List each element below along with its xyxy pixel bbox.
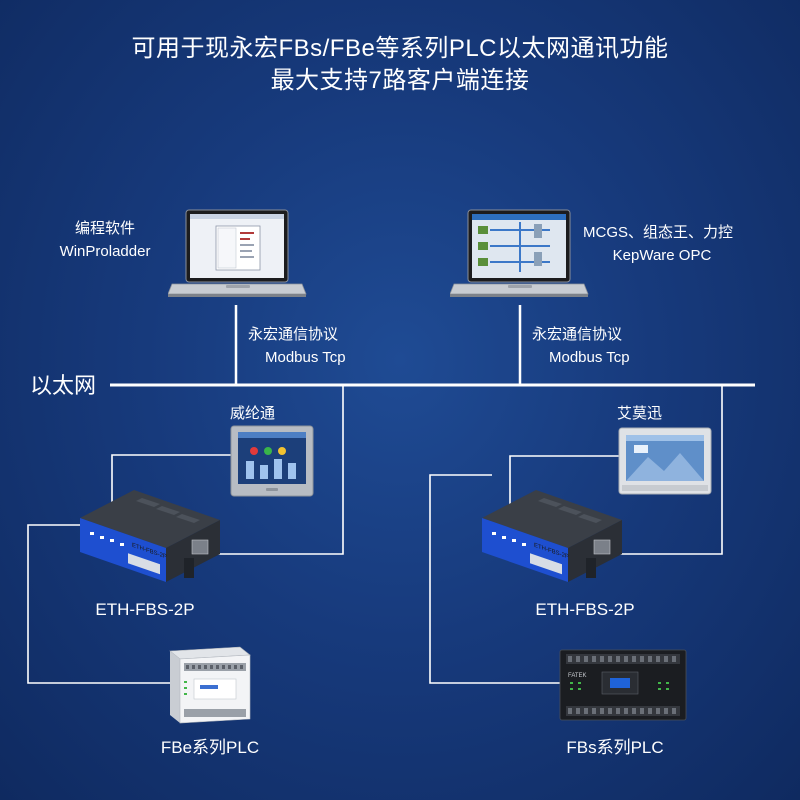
- title-line-1: 可用于现永宏FBs/FBe等系列PLC以太网通讯功能: [131, 35, 669, 62]
- plc-left: [169, 646, 251, 724]
- hmi-left: [230, 425, 314, 497]
- hmi-left-label: 威纶通: [230, 405, 276, 422]
- hmi-right-label: 艾莫迅: [617, 405, 663, 422]
- hmi-right-link: [509, 455, 628, 510]
- protocol-right-label: 永宏通信协议: [532, 326, 623, 343]
- plc-right-plate-text: FATEK: [568, 673, 587, 679]
- plc-left-label: FBe系列PLC: [160, 738, 260, 757]
- laptop-right: [450, 209, 589, 297]
- module-left-label: ETH-FBS-2P: [95, 600, 195, 619]
- module-right-label: ETH-FBS-2P: [535, 600, 635, 619]
- plc-right: FATEK: [559, 649, 687, 721]
- hmi-right: [618, 427, 712, 495]
- module-right-bus-link: [610, 386, 723, 555]
- plc-right-link: [429, 474, 564, 684]
- laptop-left-sublabel: WinProladder: [59, 243, 151, 260]
- protocol-right-sublabel: Modbus Tcp: [549, 349, 630, 366]
- laptop-left-label: 编程软件: [74, 220, 135, 237]
- module-left: ETH-FBS-2P: [80, 490, 220, 582]
- protocol-left-sublabel: Modbus Tcp: [265, 349, 346, 366]
- module-right: ETH-FBS-2P: [482, 490, 622, 582]
- title-line-2: 最大支持7路客户端连接: [270, 67, 530, 94]
- network-label: 以太网: [30, 373, 97, 398]
- laptop-right-sublabel: KepWare OPC: [612, 247, 712, 264]
- protocol-left-label: 永宏通信协议: [248, 326, 339, 343]
- plc-right-label: FBs系列PLC: [566, 738, 664, 757]
- laptop-right-label: MCGS、组态王、力控: [583, 224, 734, 241]
- hmi-left-link: [111, 454, 247, 510]
- module-left-bus-link: [212, 386, 344, 555]
- plc-left-link: [27, 524, 172, 684]
- laptop-left: [168, 209, 307, 297]
